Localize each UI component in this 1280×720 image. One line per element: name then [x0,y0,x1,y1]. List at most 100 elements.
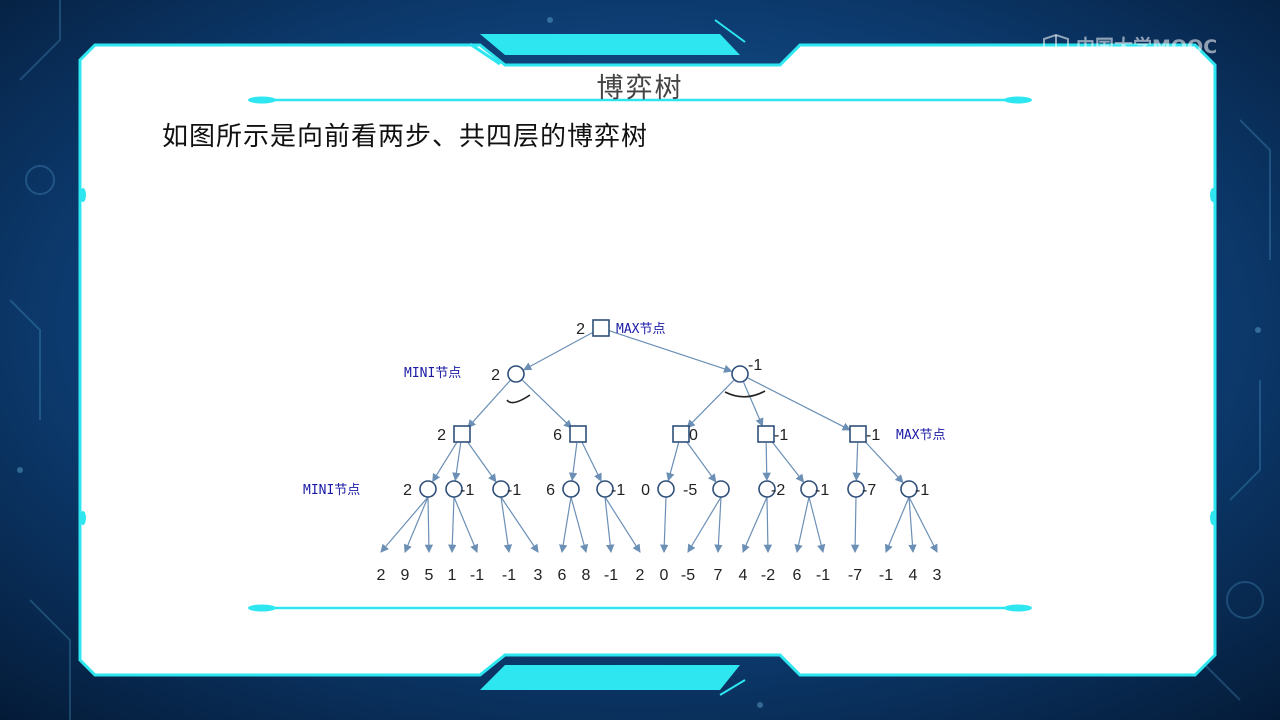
edge-root-l1-1 [609,330,733,373]
leaf-value-15: -2 [761,567,775,584]
edge-l2-l3-3 [568,442,578,482]
node-value-level2-1: 6 [553,427,562,444]
edge-l2-l3-4 [581,441,602,482]
node-value-level2-3: -1 [774,427,788,444]
edge-l2-l3-7 [762,442,771,482]
mini-node-level3-6 [712,480,730,498]
leaf-value-12: -5 [681,567,695,584]
node-value-root: 2 [576,321,585,338]
leaf-value-3: 1 [448,567,457,584]
slide-title: 博弈树 [596,73,684,104]
max-node-root [592,319,610,337]
leaf-value-10: 2 [636,567,645,584]
leaf-value-21: 3 [933,567,942,584]
node-value-level3-9: -7 [862,482,876,499]
edge-l3-leaf-15 [763,496,773,554]
watermark-text: 中国大学MOOC [1076,35,1218,58]
leaf-value-17: -1 [816,567,830,584]
edge-l2-l3-8 [771,440,805,483]
edge-l3-leaf-5 [500,496,513,554]
leaf-value-18: -7 [848,567,862,584]
edge-l1-l2-4 [747,377,851,431]
edge-l3-leaf-4 [453,496,479,553]
edge-l2-l3-6 [685,440,717,483]
edge-l3-leaf-12 [687,496,722,553]
node-value-level3-0: 2 [403,482,412,499]
edge-l3-leaf-17 [808,496,826,554]
edge-l3-leaf-16 [794,496,810,554]
max-node-label-top: MAX节点 [616,322,665,337]
leaf-value-6: 3 [534,567,543,584]
edge-l2-l3-0 [432,441,458,483]
max-node-level2-3 [757,425,775,443]
slide-subtitle: 如图所示是向前看两步、共四层的博弈树 [162,122,649,152]
node-value-level3-4: -1 [611,482,625,499]
edge-l3-leaf-10 [604,496,641,553]
header-line [248,96,1032,104]
edge-root-l1-0 [522,331,594,371]
node-value-level2-2: 0 [689,427,698,444]
edge-l3-leaf-6 [500,496,539,553]
leaf-value-16: 6 [793,567,802,584]
leaf-value-8: 8 [582,567,591,584]
node-value-level3-10: -1 [915,482,929,499]
leaf-value-0: 2 [377,567,386,584]
max-node-label-level2: MAX节点 [896,428,945,443]
edge-l3-leaf-19 [884,496,910,553]
mooc-watermark: 中国大学MOOC [1042,30,1217,60]
leaf-value-19: -1 [879,567,893,584]
node-value-level3-5: 0 [641,482,650,499]
node-value-level3-8: -1 [815,482,829,499]
leaf-value-1: 9 [401,567,410,584]
edge-l3-leaf-3 [448,496,457,554]
node-value-level2-0: 2 [437,427,446,444]
node-value-level3-6: -5 [683,482,697,499]
max-node-level2-4 [849,425,867,443]
edge-l3-leaf-18 [850,496,860,554]
node-value-level3-7: -2 [771,482,785,499]
edge-l3-leaf-1 [403,496,429,553]
footer-line [248,604,1032,612]
node-value-level1-0: 2 [491,367,500,384]
annotation-mark-right [724,390,766,398]
edge-l3-leaf-14 [742,496,768,553]
leaf-value-14: 4 [739,567,748,584]
leaf-value-2: 5 [425,567,434,584]
top-accent-tab [480,34,740,55]
mini-node-level3-2 [492,480,510,498]
mini-node-level3-5 [657,480,675,498]
edge-l1-l2-3 [743,382,764,427]
mini-node-label-level1: MINI节点 [404,366,461,381]
mini-node-level3-3 [562,480,580,498]
tree-nodes [419,319,918,498]
leaf-value-13: 7 [714,567,723,584]
edge-l1-l2-2 [686,379,735,429]
edge-l3-leaf-20 [908,496,917,554]
node-value-level2-4: -1 [866,427,880,444]
edge-l2-l3-5 [666,442,680,482]
edge-l2-l3-2 [466,440,497,483]
mini-node-level3-7 [758,480,776,498]
node-value-level1-1: -1 [748,357,762,374]
leaf-value-20: 4 [909,567,918,584]
node-value-level3-3: 6 [546,482,555,499]
edge-l2-l3-1 [452,442,462,482]
mini-node-level3-0 [419,480,437,498]
edge-l3-leaf-11 [660,496,669,554]
max-node-level2-1 [569,425,587,443]
leaf-value-4: -1 [470,567,484,584]
tree-edges [380,330,938,554]
edge-l2-l3-10 [863,440,904,484]
mini-node-level1-0 [507,365,525,383]
bottom-accent-tab [480,665,740,690]
edge-l3-leaf-13 [714,496,723,554]
edge-l1-l2-1 [522,379,573,429]
mini-node-level1-1 [731,365,749,383]
edge-l1-l2-0 [467,380,511,429]
leaf-value-5: -1 [502,567,516,584]
edge-l3-leaf-9 [604,496,615,554]
leaf-value-7: 6 [558,567,567,584]
node-value-level3-1: -1 [460,482,474,499]
